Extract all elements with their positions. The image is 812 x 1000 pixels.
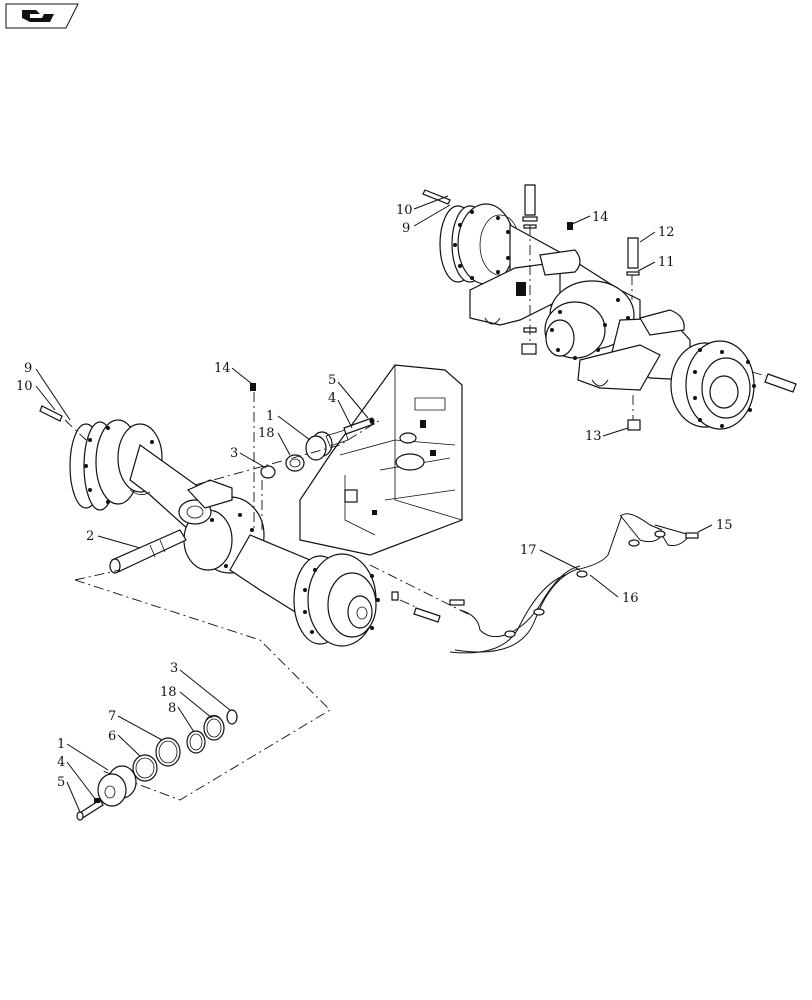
callout-18-mid: 18 xyxy=(258,426,275,441)
callout-4-low: 4 xyxy=(57,755,65,770)
callout-8: 8 xyxy=(168,701,176,716)
callout-13: 13 xyxy=(585,429,602,444)
callout-12: 12 xyxy=(658,225,675,240)
callout-3-mid: 3 xyxy=(230,446,238,461)
main-axle-and-frame xyxy=(39,364,471,647)
callout-14-mid: 14 xyxy=(214,361,231,376)
callout-4-mid: 4 xyxy=(328,391,336,406)
callout-15: 15 xyxy=(716,518,733,533)
callout-16: 16 xyxy=(622,591,639,606)
callout-3-low: 3 xyxy=(170,661,178,676)
brake-hose-assembly xyxy=(449,513,699,654)
callout-7: 7 xyxy=(108,709,116,724)
callout-labels: 10 9 14 12 11 13 9 10 14 5 4 1 18 3 2 15… xyxy=(16,203,733,790)
callout-9-top: 9 xyxy=(402,221,410,236)
callout-10-top: 10 xyxy=(396,203,413,218)
page-navigation-arrow-icon[interactable] xyxy=(5,3,79,29)
callout-6: 6 xyxy=(108,729,116,744)
callout-11: 11 xyxy=(658,255,675,270)
callout-leader-lines xyxy=(35,195,713,813)
callout-17: 17 xyxy=(520,543,537,558)
callout-18-low: 18 xyxy=(160,685,177,700)
callout-5-low: 5 xyxy=(57,775,65,790)
callout-1-low: 1 xyxy=(57,737,65,752)
lower-exploded-parts xyxy=(74,569,331,821)
callout-14-top: 14 xyxy=(592,210,609,225)
callout-2: 2 xyxy=(86,529,94,544)
callout-10-left: 10 xyxy=(16,379,33,394)
callout-1-mid: 1 xyxy=(266,409,274,424)
callout-9-left: 9 xyxy=(24,361,32,376)
upper-axle-assembly xyxy=(422,184,797,431)
callout-5-mid: 5 xyxy=(328,373,336,388)
